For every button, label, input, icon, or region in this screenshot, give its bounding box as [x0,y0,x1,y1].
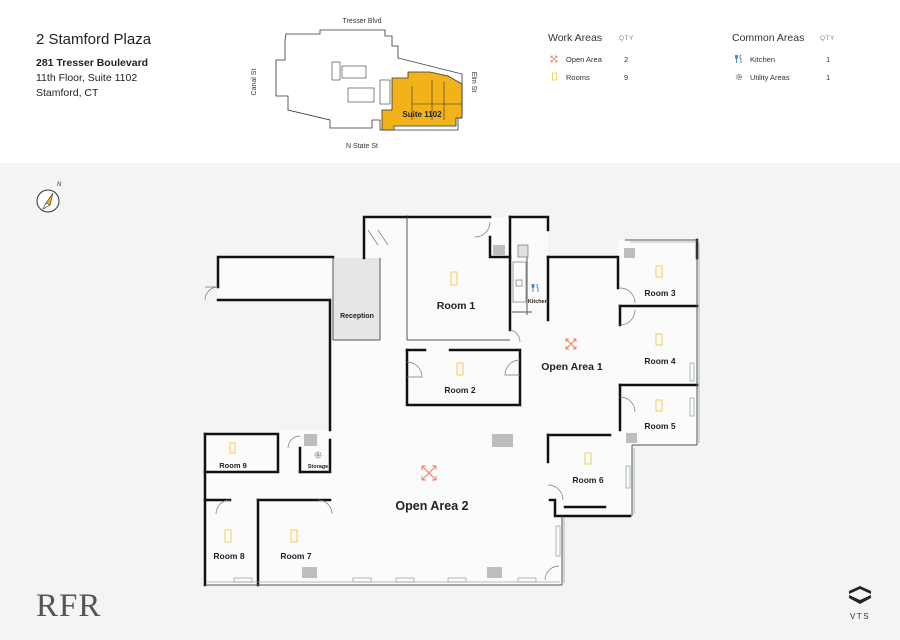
room-icon [450,271,458,286]
room-6-label: Room 6 [572,475,603,485]
header: 2 Stamford Plaza 281 Tresser Boulevard 1… [0,0,900,163]
legend-open-area-label: Open Area [566,55,602,64]
vts-logo-text: VTS [849,612,871,621]
door-swings [204,221,636,581]
room-icon [290,529,298,543]
street-east: Elm St [470,72,477,93]
open-area-1-label: Open Area 1 [541,361,603,373]
suite-label: Suite 1102 [402,110,442,119]
columns [302,245,637,578]
rfr-logo: RFR [36,588,102,624]
kitchen-label: Kitchen [528,299,549,305]
address-suite: 11th Floor, Suite 1102 [36,72,138,84]
street-west: Canal St [251,69,258,96]
legend-open-area-qty: 2 [624,55,629,64]
open-area-icon [421,465,437,481]
storage-label: Storage [308,464,328,470]
room-9-label: Room 9 [219,461,247,470]
window-strips [207,241,700,583]
address-street: 281 Tresser Boulevard [36,57,149,69]
room-icon [229,442,236,454]
compass-label: N [57,182,62,188]
open-area-2-label: Open Area 2 [395,499,468,513]
room-1-label: Room 1 [437,300,476,312]
fork-knife-icon [735,54,742,63]
work-areas-qty-label: QTY [619,35,634,42]
work-areas-title: Work Areas [548,32,603,44]
address-city: Stamford, CT [36,87,99,99]
legend-rooms-qty: 9 [624,73,629,82]
fork-knife-icon [531,283,539,292]
key-map: Tresser Blvd N State St Canal St Elm St … [251,18,477,150]
compass-icon: N [36,182,62,213]
room-5-label: Room 5 [644,421,675,431]
gear-icon [314,451,322,459]
room-icon [584,452,592,465]
room-icon [224,529,232,543]
core-1 [331,61,341,81]
core-3 [347,87,375,103]
legend-kitchen-qty: 1 [826,55,831,64]
kitchen-counter [512,244,529,303]
building-name: 2 Stamford Plaza [36,31,152,48]
interior-walls [205,217,698,586]
street-south: N State St [346,143,378,150]
room-4-label: Room 4 [644,356,675,366]
room-2-label: Room 2 [444,385,475,395]
core-2 [341,65,367,79]
common-areas-qty-label: QTY [820,35,835,42]
vts-logo: VTS [840,585,880,621]
open-area-icons [421,338,577,481]
street-north: Tresser Blvd [342,18,381,25]
room-icon [655,399,663,412]
room-icon [552,72,557,81]
room-icon [456,362,464,376]
reception-label: Reception [340,313,374,320]
exterior-walls [203,215,699,587]
vts-logo-icon [849,586,871,604]
legend-utility-qty: 1 [826,73,831,82]
room-icon [655,265,663,278]
open-area-icon [550,55,558,63]
room-8-label: Room 8 [213,551,244,561]
legend-utility-label: Utility Areas [750,73,790,82]
room-3-label: Room 3 [644,288,675,298]
core-4 [379,79,391,105]
legend-kitchen-label: Kitchen [750,55,776,64]
room-icon [655,333,663,346]
room-icons [224,265,663,543]
common-areas-title: Common Areas [732,32,805,44]
gear-icon [735,73,743,81]
legend-rooms-label: Rooms [566,73,590,82]
suite-highlight [381,71,463,131]
room-7-label: Room 7 [280,551,311,561]
open-area-icon [565,338,577,350]
floor-fill [205,217,697,585]
reception-block [333,258,380,340]
